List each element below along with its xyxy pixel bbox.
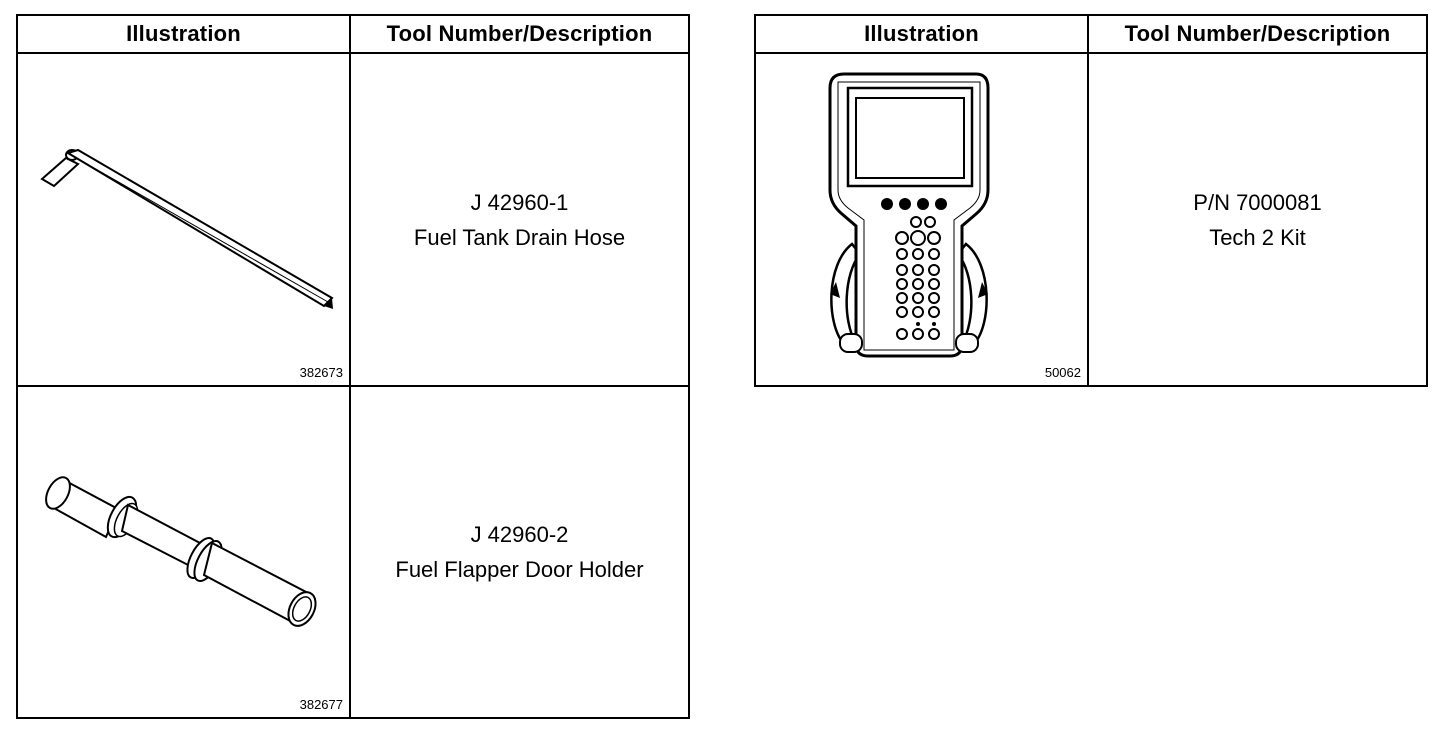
- header-illustration: Illustration: [754, 14, 1089, 54]
- tool-number: J 42960-1: [470, 189, 569, 215]
- tool-number: P/N 7000081: [1193, 189, 1322, 215]
- table-header-row: Illustration Tool Number/Description: [16, 14, 690, 54]
- header-tool-number-description: Tool Number/Description: [349, 14, 690, 54]
- tool-number: J 42960-2: [470, 522, 569, 547]
- flapper-door-holder-drawing: [45, 476, 317, 627]
- tool-table-left: Illustration Tool Number/Description 382…: [16, 14, 690, 719]
- table-row: 382673 J 42960-1 Fuel Tank Drain Hose: [16, 52, 690, 387]
- table-row: 50062 P/N 7000081 Tech 2 Kit: [754, 52, 1428, 387]
- illustration-cell: 382677: [16, 385, 351, 719]
- header-illustration: Illustration: [16, 14, 351, 54]
- figure-number: 382677: [299, 697, 343, 712]
- tool-description-cell: J 42960-2 Fuel Flapper Door Holder: [349, 385, 690, 719]
- tool-description: Tech 2 Kit: [1209, 224, 1306, 250]
- tool-description-cell: P/N 7000081 Tech 2 Kit: [1087, 52, 1428, 387]
- tech2-scan-tool-drawing: [828, 72, 990, 358]
- figure-number: 50062: [1044, 365, 1081, 380]
- table-row: 382677 J 42960-2 Fuel Flapper Door Holde…: [16, 385, 690, 719]
- illustration-cell: 50062: [754, 52, 1089, 387]
- tool-description: Fuel Tank Drain Hose: [413, 224, 626, 250]
- illustration-cell: 382673: [16, 52, 351, 387]
- drain-hose-drawing: [40, 148, 334, 309]
- header-tool-number-description: Tool Number/Description: [1087, 14, 1428, 54]
- figure-number: 382673: [299, 365, 343, 380]
- tool-table-right: Illustration Tool Number/Description: [754, 14, 1428, 387]
- tool-description-cell: J 42960-1 Fuel Tank Drain Hose: [349, 52, 690, 387]
- table-header-row: Illustration Tool Number/Description: [754, 14, 1428, 54]
- tool-description: Fuel Flapper Door Holder: [395, 557, 644, 582]
